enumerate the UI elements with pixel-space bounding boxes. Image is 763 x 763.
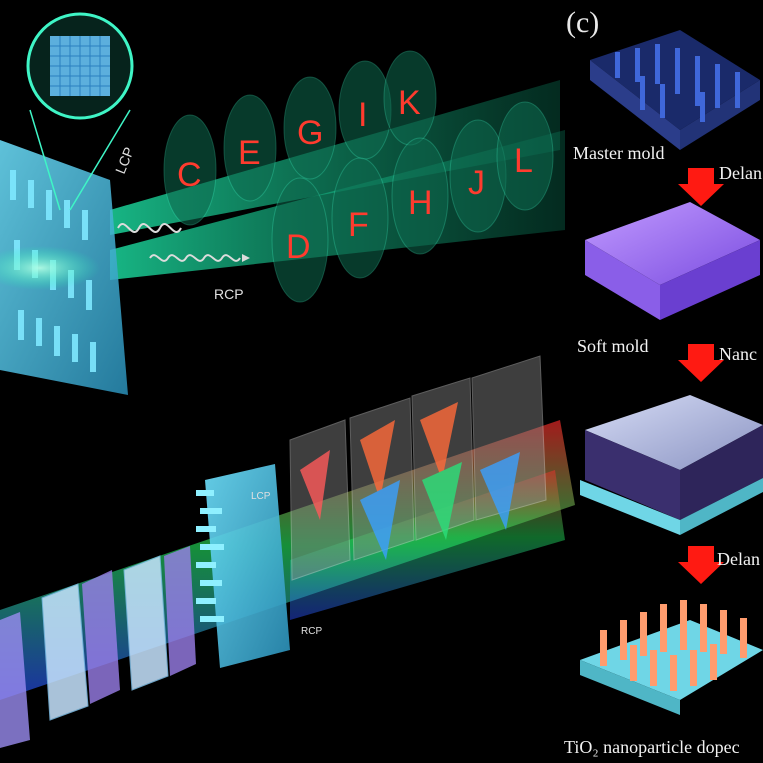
- bottom-metasurfaces: [0, 546, 196, 748]
- letter-lcp-1: E: [238, 134, 261, 172]
- letter-rcp-3: J: [468, 164, 485, 202]
- letter-rcp-2: H: [408, 184, 433, 222]
- step-arrow-text-1: Delan: [719, 163, 762, 183]
- step-arrows: [678, 168, 724, 584]
- lcp-wave-icon: [117, 223, 182, 233]
- bottom-rcp-label: RCP: [301, 626, 323, 637]
- rcp-image-planes: [271, 101, 554, 303]
- step-label-soft-mold: Soft mold: [577, 336, 649, 356]
- focus-glow: [0, 246, 100, 290]
- top-rcp-label: RCP: [214, 286, 244, 302]
- lcp-beam: [110, 80, 560, 235]
- master-mold: [590, 30, 760, 150]
- step-label-tio2: TiO₂ nanoparticle dopec: [564, 737, 740, 757]
- filled-mold: [580, 395, 763, 535]
- letter-lcp-3: I: [358, 96, 367, 134]
- step-arrow-text-3: Delan: [717, 549, 760, 569]
- soft-mold: [585, 202, 760, 320]
- letter-lcp-2: G: [297, 114, 323, 152]
- rcp-wave-icon: [149, 254, 241, 262]
- bottom-metasurface-pillars: [196, 490, 224, 622]
- letter-lcp-0: C: [177, 156, 202, 194]
- lcp-image-planes: [163, 50, 437, 226]
- step-arrow-text-2: Nanc: [719, 344, 757, 364]
- tio2-pillars: [580, 600, 763, 715]
- letter-rcp-4: L: [514, 142, 533, 180]
- hologram-triangles: [300, 402, 520, 560]
- letter-rcp-0: D: [286, 228, 311, 266]
- bottom-lcp-label: LCP: [251, 491, 271, 502]
- letter-lcp-4: K: [398, 84, 421, 122]
- step-label-master-mold: Master mold: [573, 143, 665, 163]
- letter-rcp-1: F: [348, 206, 369, 244]
- bottom-metasurface: [205, 464, 290, 668]
- panel-label: (c): [566, 6, 600, 39]
